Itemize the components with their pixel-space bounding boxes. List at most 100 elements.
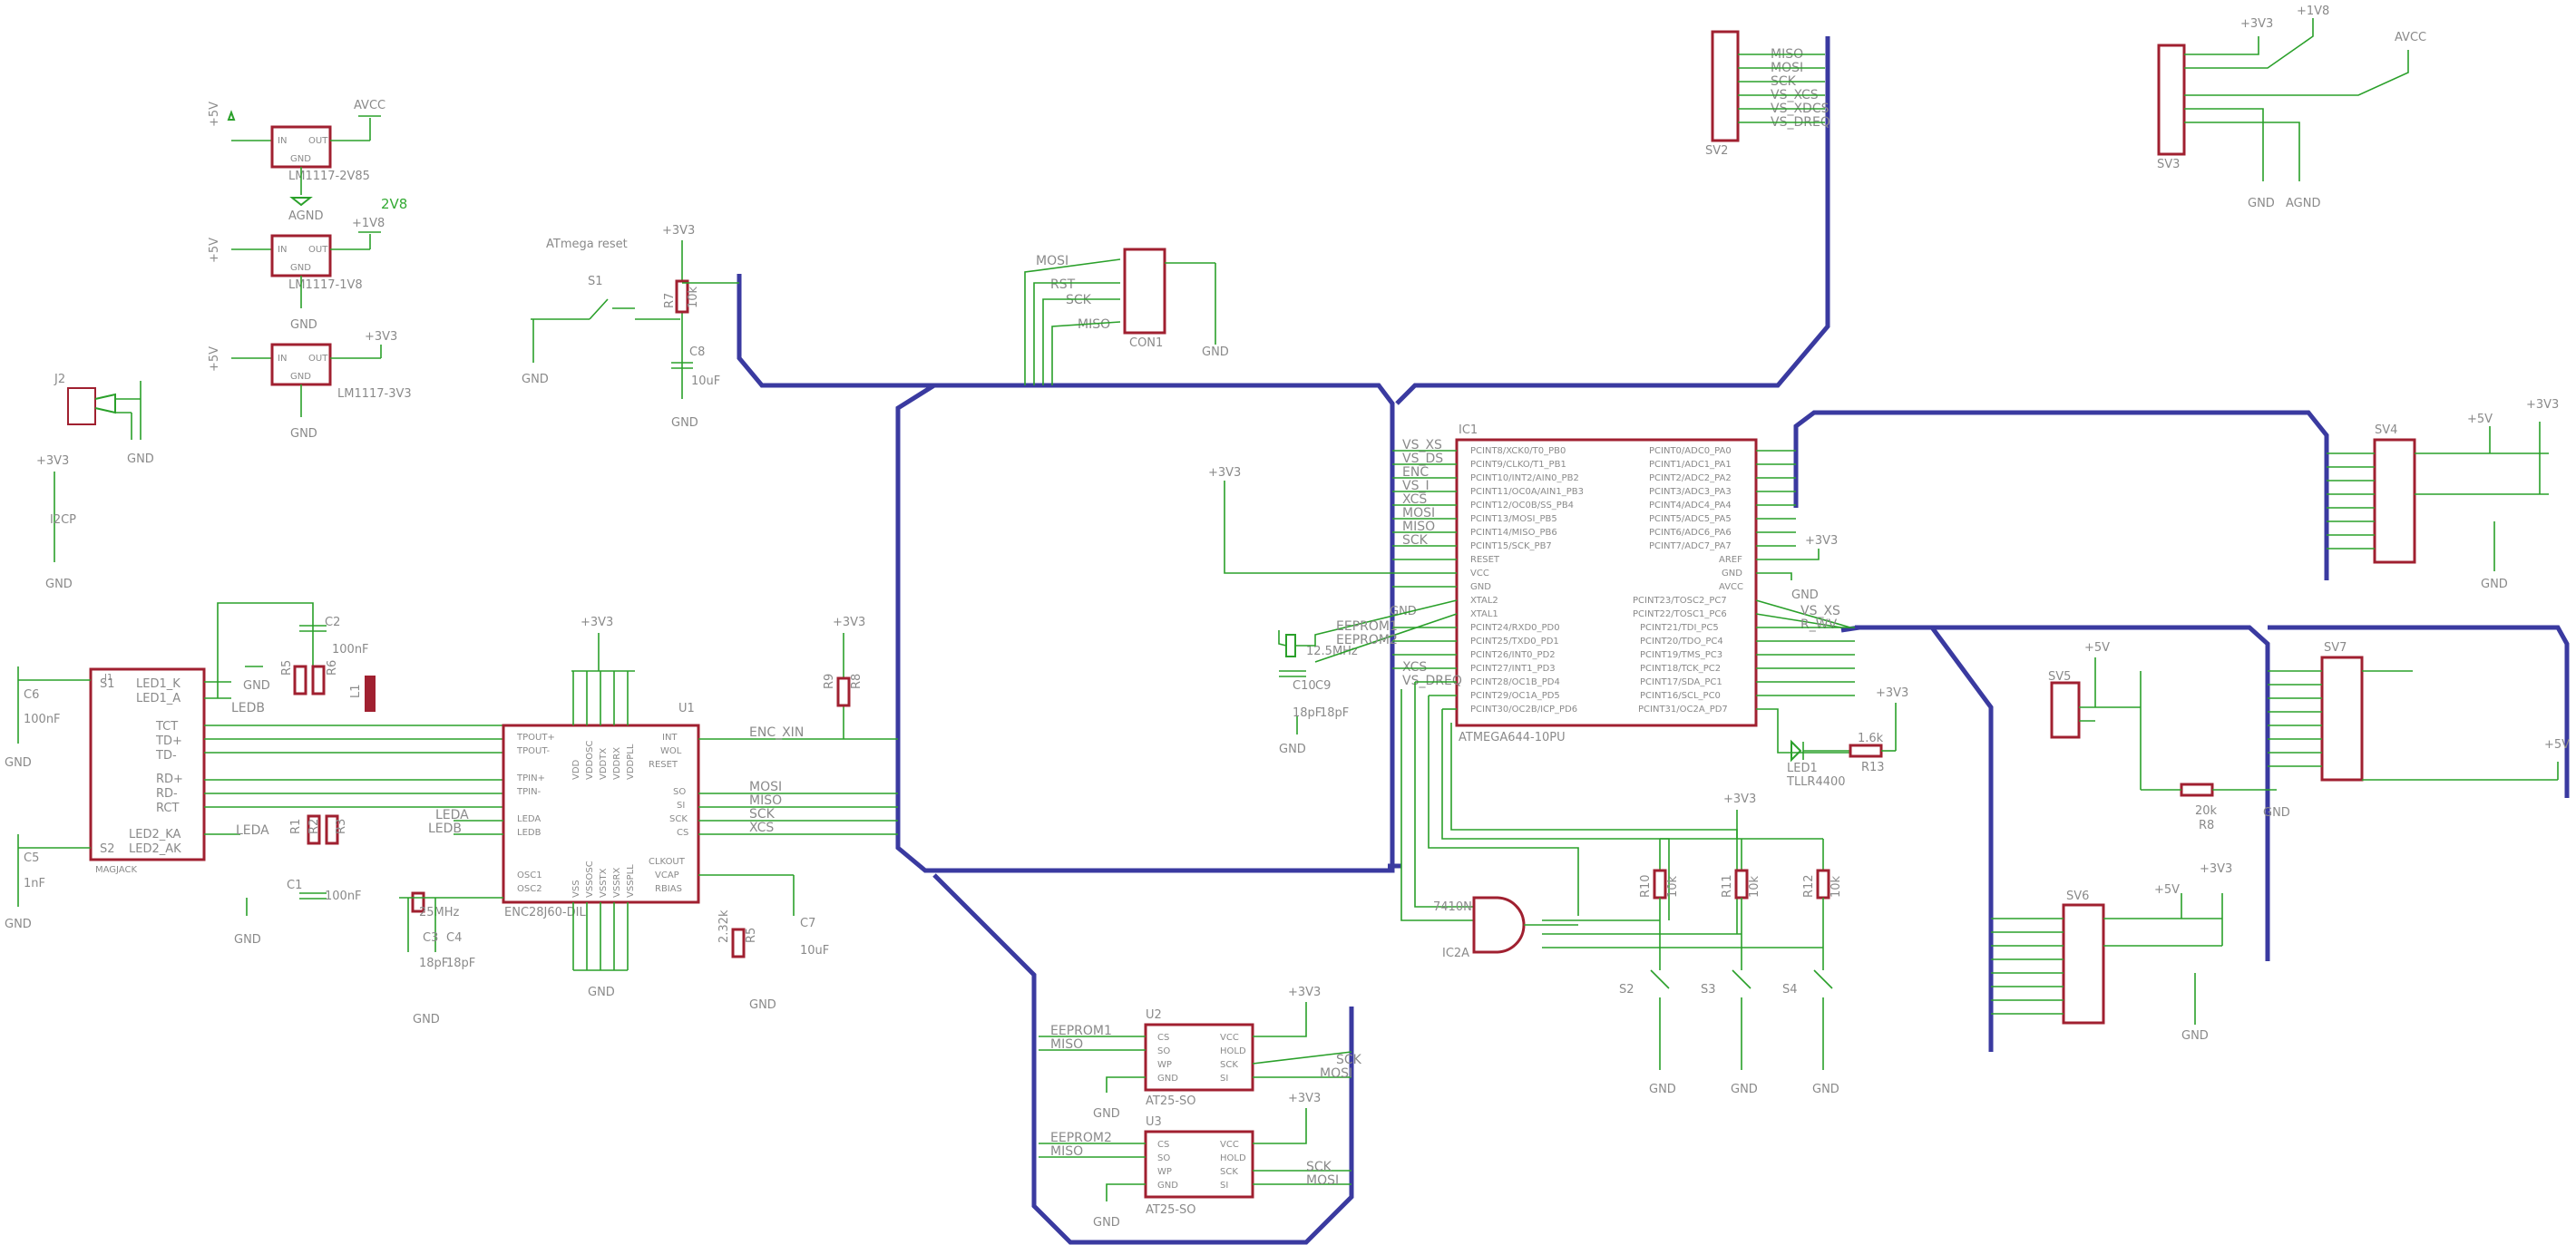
svg-text:+5V: +5V <box>2467 413 2493 426</box>
regulator-1: +5V IN OUT GND LM1117-2V85 AVCC AGND 2V8 <box>208 99 407 223</box>
svg-text:AREF: AREF <box>1719 555 1742 565</box>
svg-text:WOL: WOL <box>660 746 682 756</box>
svg-text:RESET: RESET <box>649 760 678 770</box>
svg-text:VDDTX: VDDTX <box>599 748 609 780</box>
svg-text:U2: U2 <box>1146 1008 1162 1022</box>
svg-text:10uF: 10uF <box>800 944 829 958</box>
svg-text:+3V3: +3V3 <box>1876 686 1908 700</box>
svg-text:PCINT8/XCK0/T0_PB0: PCINT8/XCK0/T0_PB0 <box>1470 446 1566 456</box>
svg-text:18pF: 18pF <box>1293 706 1322 720</box>
svg-text:18pF: 18pF <box>419 957 448 970</box>
bus-lines <box>737 36 2570 1245</box>
svg-text:VDDPLL: VDDPLL <box>626 744 636 780</box>
svg-text:SCK: SCK <box>1220 1060 1238 1070</box>
svg-text:GND: GND <box>1731 1083 1758 1096</box>
regulator-3: +5V IN OUT GND LM1117-3V3 +3V3 GND <box>208 330 412 441</box>
svg-text:+3V3: +3V3 <box>2200 862 2232 876</box>
svg-text:SV2: SV2 <box>1705 144 1728 158</box>
svg-text:VSSOSC: VSSOSC <box>585 861 595 898</box>
svg-text:C6: C6 <box>24 688 39 702</box>
svg-text:SO: SO <box>673 787 686 797</box>
svg-text:R5: R5 <box>745 928 758 943</box>
svg-text:IN: IN <box>278 136 287 146</box>
svg-text:CS: CS <box>1157 1033 1169 1043</box>
svg-text:LEDA: LEDA <box>517 814 541 824</box>
svg-text:XCS: XCS <box>749 821 774 835</box>
svg-text:TLLR4400: TLLR4400 <box>1786 775 1846 789</box>
svg-text:AT25-SO: AT25-SO <box>1146 1203 1196 1217</box>
svg-text:S2: S2 <box>1619 983 1634 997</box>
con1-connector: CON1 MOSI RST SCK MISO GND <box>1024 248 1229 385</box>
p5-label: +5V <box>208 102 221 127</box>
svg-text:GND: GND <box>1791 588 1819 602</box>
svg-text:TPOUT+: TPOUT+ <box>516 733 555 743</box>
svg-text:SO: SO <box>1157 1046 1170 1056</box>
svg-text:RESET: RESET <box>1470 555 1500 565</box>
svg-text:SV4: SV4 <box>2375 423 2397 437</box>
svg-text:SCK: SCK <box>1306 1160 1332 1174</box>
atmega644: IC1 ATMEGA644-10PU PCINT8/XCK0/T0_PB0 PC… <box>1208 423 1855 934</box>
svg-text:OUT: OUT <box>308 245 328 255</box>
svg-text:U3: U3 <box>1146 1115 1162 1129</box>
svg-text:EEPROM1: EEPROM1 <box>1336 619 1398 634</box>
svg-text:VDDOSC: VDDOSC <box>585 741 595 780</box>
mcu-left-pins: PCINT8/XCK0/T0_PB0 PCINT9/CLKO/T1_PB1 PC… <box>1470 446 1584 715</box>
svg-text:C5: C5 <box>24 851 39 865</box>
j2-connector: J2 GND <box>54 373 154 466</box>
svg-text:PCINT22/TOSC1_PC6: PCINT22/TOSC1_PC6 <box>1633 609 1727 619</box>
svg-text:GND: GND <box>127 452 154 466</box>
svg-text:GND: GND <box>749 998 776 1012</box>
svg-text:MOSI: MOSI <box>1306 1173 1339 1188</box>
svg-text:PCINT30/OC2B/ICP_PD6: PCINT30/OC2B/ICP_PD6 <box>1470 705 1577 715</box>
svg-text:XTAL2: XTAL2 <box>1470 596 1498 606</box>
svg-text:RD-: RD- <box>156 787 178 801</box>
button-s2: R10 10k S2 GND <box>1619 839 1680 1096</box>
svg-text:GND: GND <box>5 756 32 770</box>
svg-text:XTAL1: XTAL1 <box>1470 609 1498 619</box>
v2v8-label: 2V8 <box>381 196 407 212</box>
reset-circuit: ATmega reset S1 GND +3V3 10k R7 C8 10uF … <box>522 224 739 430</box>
svg-text:S3: S3 <box>1701 983 1716 997</box>
svg-text:VDD: VDD <box>571 759 581 780</box>
svg-text:LEDB: LEDB <box>517 828 542 838</box>
svg-text:S1: S1 <box>588 275 603 288</box>
svg-text:GND: GND <box>234 933 261 947</box>
svg-text:PCINT31/OC2A_PD7: PCINT31/OC2A_PD7 <box>1638 705 1728 715</box>
svg-text:AGND: AGND <box>2286 197 2320 210</box>
svg-text:SCK: SCK <box>669 814 688 824</box>
svg-text:MISO: MISO <box>749 793 782 808</box>
svg-text:AT25-SO: AT25-SO <box>1146 1094 1196 1108</box>
svg-text:PCINT4/ADC4_PA4: PCINT4/ADC4_PA4 <box>1649 501 1732 511</box>
svg-text:+3V3: +3V3 <box>36 454 69 468</box>
svg-text:VS_I: VS_I <box>1402 479 1429 493</box>
svg-text:IC2A: IC2A <box>1442 947 1469 960</box>
svg-text:SV6: SV6 <box>2066 890 2089 903</box>
svg-text:IC1: IC1 <box>1459 423 1478 437</box>
svg-text:SCK: SCK <box>1220 1167 1238 1177</box>
svg-text:EEPROM1: EEPROM1 <box>1050 1024 1112 1038</box>
svg-text:OSC2: OSC2 <box>517 884 542 894</box>
svg-text:TPIN+: TPIN+ <box>516 773 545 783</box>
svg-text:+3V3: +3V3 <box>581 616 613 629</box>
svg-text:CLKOUT: CLKOUT <box>649 857 686 867</box>
pot-r8: 20k R8 GND <box>2140 671 2290 832</box>
svg-text:+1V8: +1V8 <box>2297 5 2329 18</box>
svg-text:GND: GND <box>243 679 270 693</box>
svg-text:EEPROM2: EEPROM2 <box>1050 1131 1112 1145</box>
svg-text:PCINT20/TDO_PC4: PCINT20/TDO_PC4 <box>1640 637 1723 647</box>
svg-text:S2: S2 <box>100 842 115 856</box>
svg-text:25MHz: 25MHz <box>419 906 460 919</box>
enc28j60: U1 ENC28J60-DIL TPOUT+ TPOUT- TPIN+ TPIN… <box>399 616 898 1026</box>
svg-text:100nF: 100nF <box>332 643 369 657</box>
svg-text:AVCC: AVCC <box>2395 31 2426 44</box>
svg-text:GND: GND <box>671 416 698 430</box>
svg-text:PCINT9/CLKO/T1_PB1: PCINT9/CLKO/T1_PB1 <box>1470 460 1566 470</box>
svg-text:R2: R2 <box>307 819 321 834</box>
svg-text:GND: GND <box>588 986 615 999</box>
svg-text:PCINT24/RXD0_PD0: PCINT24/RXD0_PD0 <box>1470 623 1560 633</box>
svg-text:RCT: RCT <box>156 802 179 815</box>
sv6-connector: SV6 +5V +3V3 GND <box>1991 862 2232 1043</box>
svg-text:GND: GND <box>2481 578 2508 591</box>
svg-text:C9: C9 <box>1315 679 1331 693</box>
svg-text:+3V3: +3V3 <box>1288 986 1321 999</box>
